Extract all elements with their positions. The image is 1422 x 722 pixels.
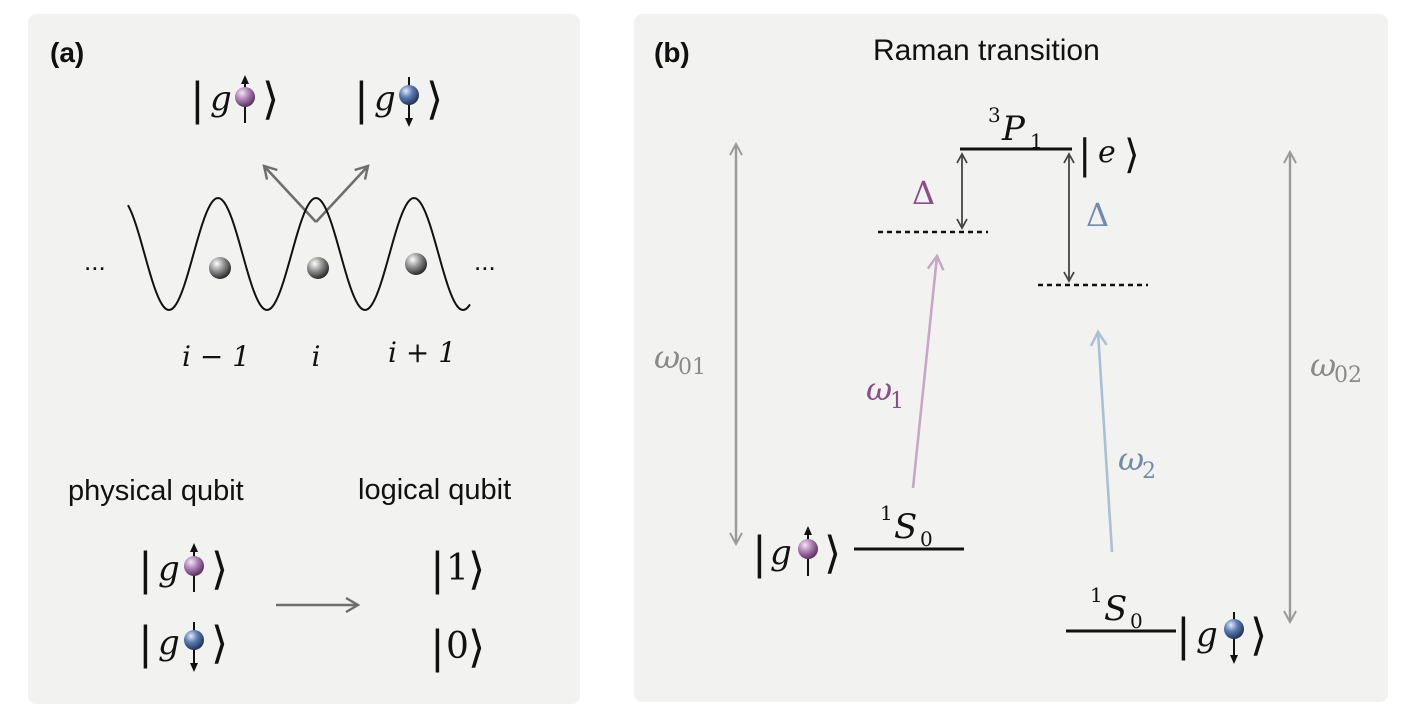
ket-g-down-top: | g ⟩ <box>354 74 443 127</box>
ket-g-up-top: | g ⟩ <box>190 74 279 125</box>
atom-center <box>307 257 329 279</box>
svg-text:e: e <box>1098 135 1116 170</box>
svg-text:|: | <box>1078 132 1091 178</box>
ket-g-down-level: | g ⟩ <box>1176 610 1267 664</box>
svg-text:ω: ω <box>1118 440 1144 478</box>
svg-text:S: S <box>1104 589 1127 629</box>
dots-left: ... <box>84 246 106 276</box>
omega01-label: ω 01 <box>654 338 706 380</box>
spin-up-sphere <box>184 556 204 576</box>
svg-text:g: g <box>374 79 396 119</box>
panel-a-background <box>28 14 580 704</box>
svg-text:0: 0 <box>1130 609 1143 633</box>
svg-text:1: 1 <box>880 501 893 525</box>
physical-qubit-label: physical qubit <box>68 475 244 507</box>
svg-text:02: 02 <box>1334 363 1362 388</box>
ket-g-up-level: | g ⟩ <box>752 526 841 579</box>
svg-text:⟩: ⟩ <box>468 622 485 673</box>
atom-left <box>209 257 231 279</box>
ket-g-up-physical: | g ⟩ <box>138 543 228 595</box>
svg-text:3: 3 <box>988 103 1001 127</box>
svg-text:S: S <box>894 507 917 547</box>
svg-text:|: | <box>354 74 369 125</box>
panel-a-tag: (a) <box>50 37 84 68</box>
svg-text:⟩: ⟩ <box>211 544 228 595</box>
site-label-left: i − 1 <box>182 340 250 373</box>
svg-text:01: 01 <box>678 355 706 380</box>
hopping-arrows <box>264 166 368 223</box>
svg-text:1: 1 <box>446 548 469 589</box>
spin-down-sphere <box>1224 619 1244 639</box>
svg-text:|: | <box>190 74 205 125</box>
svg-text:g: g <box>770 533 792 573</box>
panel-b-title: Raman transition <box>873 34 1100 67</box>
svg-text:1: 1 <box>890 389 904 414</box>
svg-text:|: | <box>752 528 767 579</box>
svg-text:⟩: ⟩ <box>262 74 279 125</box>
spin-up-sphere <box>798 539 818 559</box>
svg-text:|: | <box>138 544 153 595</box>
site-label-center: i <box>312 340 321 373</box>
atom-right <box>405 253 427 275</box>
spin-up-sphere <box>235 87 255 107</box>
logical-qubit-label: logical qubit <box>358 474 511 506</box>
omega2-label: ω 2 <box>1118 440 1156 484</box>
ket-e: | e ⟩ <box>1078 132 1140 178</box>
panel-b-tag: (b) <box>654 37 690 68</box>
svg-text:1: 1 <box>1030 129 1043 153</box>
svg-text:|: | <box>1176 610 1191 661</box>
svg-text:0: 0 <box>446 626 469 667</box>
omega1-label: ω 1 <box>866 370 904 414</box>
svg-text:g: g <box>1196 615 1218 655</box>
site-label-right: i + 1 <box>388 336 456 369</box>
svg-text:|: | <box>430 544 445 595</box>
detuning-label-2: Δ <box>1086 196 1109 234</box>
spin-down-sphere <box>184 630 204 650</box>
excited-term-label: 3 P 1 <box>988 103 1043 153</box>
svg-text:⟩: ⟩ <box>426 74 443 125</box>
svg-text:ω: ω <box>1310 346 1336 384</box>
svg-text:⟩: ⟩ <box>468 544 485 595</box>
omega2-laser-arrow <box>1089 329 1114 553</box>
ket-logical-one: | 1 ⟩ <box>430 544 485 595</box>
svg-text:1: 1 <box>1090 583 1103 607</box>
svg-text:g: g <box>210 79 232 119</box>
lattice-potential-wave <box>127 196 471 311</box>
svg-text:|: | <box>430 622 445 673</box>
svg-text:|: | <box>138 618 153 669</box>
svg-text:g: g <box>158 623 180 663</box>
svg-text:⟩: ⟩ <box>1124 132 1140 178</box>
svg-text:g: g <box>158 549 180 589</box>
svg-text:2: 2 <box>1142 459 1156 484</box>
ground-term-label-down: 1 S 0 <box>1090 583 1143 633</box>
omega02-label: ω 02 <box>1310 346 1362 388</box>
ket-logical-zero: | 0 ⟩ <box>430 622 485 673</box>
ket-g-down-physical: | g ⟩ <box>138 618 228 672</box>
svg-text:⟩: ⟩ <box>1250 610 1267 661</box>
svg-text:⟩: ⟩ <box>824 528 841 579</box>
omega1-laser-arrow <box>911 253 945 489</box>
svg-text:0: 0 <box>920 527 933 551</box>
svg-text:ω: ω <box>866 370 892 408</box>
svg-text:⟩: ⟩ <box>211 618 228 669</box>
dots-right: ... <box>474 246 496 276</box>
svg-text:ω: ω <box>654 338 680 376</box>
panel-b-background <box>634 14 1388 702</box>
svg-text:P: P <box>1001 109 1026 149</box>
ground-term-label-up: 1 S 0 <box>880 501 933 551</box>
detuning-label-1: Δ <box>912 174 935 212</box>
spin-down-sphere <box>399 85 419 105</box>
